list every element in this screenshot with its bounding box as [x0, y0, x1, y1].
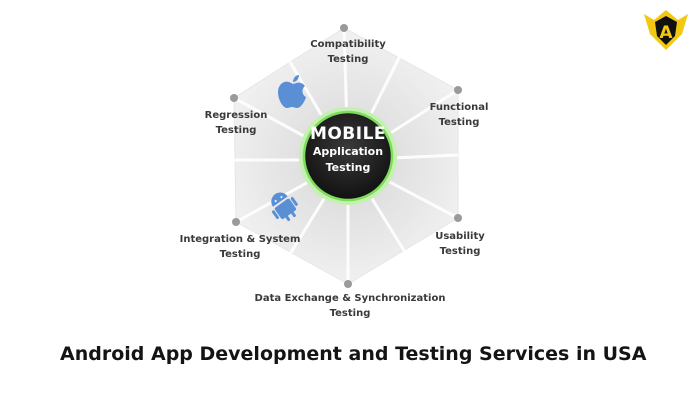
brand-logo[interactable]: A [642, 8, 690, 52]
node-data-exchange-testing: Data Exchange & Synchronization Testing [255, 291, 446, 321]
node-regression-testing: Regression Testing [205, 108, 268, 138]
node-dot-functional [454, 86, 462, 94]
node-label-line: Usability [435, 231, 485, 242]
node-integration-system-testing: Integration & System Testing [180, 232, 301, 262]
node-dot-compatibility [340, 24, 348, 32]
android-icon [271, 192, 298, 222]
center-subtitle-2: Testing [325, 161, 371, 174]
node-compatibility-testing: Compatibility Testing [310, 37, 385, 67]
center-circle [302, 110, 394, 202]
node-functional-testing: Functional Testing [430, 100, 489, 130]
center-subtitle: Application [312, 145, 384, 158]
logo-letter: A [659, 23, 673, 43]
node-label-line: Testing [219, 249, 261, 260]
node-label-line: Testing [438, 117, 480, 128]
logo-shield-shape [655, 16, 677, 45]
center-title: MOBILE [309, 124, 387, 144]
node-dot-usability [454, 214, 462, 222]
node-dot-data-exchange [344, 280, 352, 288]
node-label-line: Data Exchange & Synchronization [254, 293, 446, 304]
node-label-line: Regression [204, 110, 268, 121]
center-label: MOBILE Application Testing [298, 124, 398, 176]
node-label-line: Testing [327, 54, 369, 65]
node-label-line: Integration & System [179, 234, 301, 245]
apple-icon [278, 75, 306, 108]
node-dot-integration [232, 218, 240, 226]
center-glow [299, 107, 397, 205]
node-usability-testing: Usability Testing [435, 229, 485, 259]
node-dot-regression [230, 94, 238, 102]
node-label-line: Compatibility [310, 39, 386, 50]
node-label-line: Testing [329, 308, 371, 319]
node-label-line: Testing [215, 125, 257, 136]
node-label-line: Functional [429, 102, 489, 113]
page-caption: Android App Development and Testing Serv… [60, 343, 647, 365]
node-label-line: Testing [439, 246, 481, 257]
